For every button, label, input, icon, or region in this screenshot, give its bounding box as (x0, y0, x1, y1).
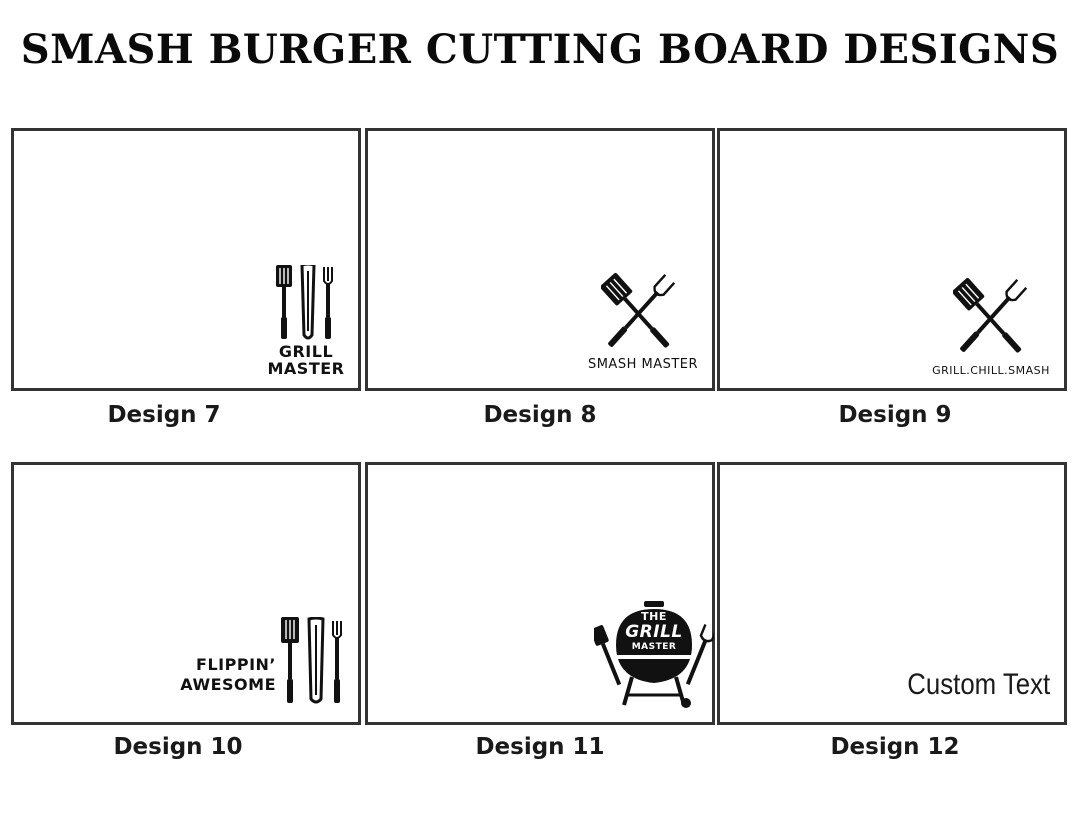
engraving-line-1: GRILL (278, 342, 334, 361)
grill-tools-icon (279, 617, 349, 705)
engraving-text: THE GRILL MASTER (620, 611, 688, 653)
engraving-line-1: FLIPPIN’ (196, 655, 276, 674)
page-title: SMASH BURGER CUTTING BOARD DESIGNS (20, 26, 1060, 73)
engraving-text: FLIPPIN’ AWESOME (164, 655, 276, 695)
engraving-line-2: MASTER (267, 359, 345, 378)
grill-tools-icon (274, 265, 338, 341)
engraving-text: GRILL MASTER (264, 343, 348, 377)
engraving-line-3: MASTER (631, 642, 677, 652)
caption-design-9: Design 9 (838, 402, 952, 428)
caption-design-8: Design 8 (483, 402, 597, 428)
board-design-10[interactable]: FLIPPIN’ AWESOME (11, 462, 361, 725)
caption-design-12: Design 12 (830, 734, 960, 760)
board-design-7[interactable]: GRILL MASTER (11, 128, 361, 391)
caption-design-11: Design 11 (475, 734, 605, 760)
custom-text: Custom Text (907, 668, 1050, 701)
engraving-line-1: THE (641, 610, 667, 623)
engraving-line-2: GRILL (625, 622, 683, 642)
engraving-text: SMASH MASTER (587, 357, 699, 372)
board-design-11[interactable]: THE GRILL MASTER (365, 462, 715, 725)
kettle-grill-icon (594, 599, 714, 709)
caption-design-10: Design 10 (113, 734, 243, 760)
engraving-text: GRILL.CHILL.SMASH (932, 364, 1050, 377)
board-design-9[interactable]: GRILL.CHILL.SMASH (717, 128, 1067, 391)
caption-design-7: Design 7 (107, 402, 221, 428)
board-design-12[interactable]: Custom Text (717, 462, 1067, 725)
engraving-line-2: AWESOME (180, 675, 276, 694)
crossed-spatula-fork-icon (601, 271, 677, 355)
crossed-spatula-fork-icon (953, 276, 1029, 360)
board-design-8[interactable]: SMASH MASTER (365, 128, 715, 391)
